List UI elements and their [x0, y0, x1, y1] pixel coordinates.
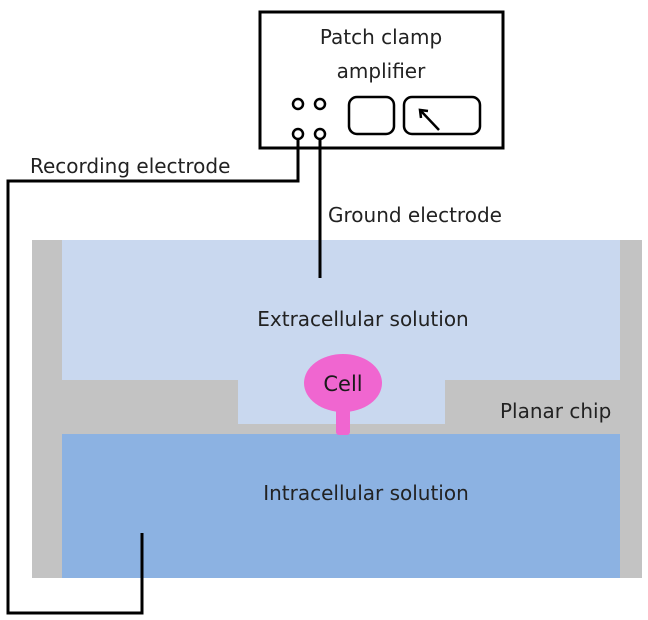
- cell-label: Cell: [323, 372, 362, 396]
- cell-seal-stem: [336, 405, 350, 435]
- connector-icon: [291, 97, 305, 111]
- connector-icon: [313, 97, 327, 111]
- meter-needle-arrowhead: [418, 108, 429, 119]
- extracellular-solution-region: [62, 240, 620, 424]
- recording-electrode-label: Recording electrode: [30, 154, 230, 178]
- ground-electrode-label: Ground electrode: [328, 203, 502, 227]
- amplifier-box: [258, 10, 505, 150]
- intracellular-solution-label: Intracellular solution: [263, 481, 469, 505]
- planar-chip-label: Planar chip: [500, 399, 611, 423]
- meter-box: [402, 95, 482, 136]
- intracellular-solution-region: [62, 434, 620, 578]
- amplifier-title-line2: amplifier: [337, 59, 426, 83]
- cell-shape: [304, 354, 382, 412]
- meter-needle-icon: [420, 110, 440, 131]
- display-box: [347, 95, 396, 136]
- extracellular-solution-label: Extracellular solution: [257, 307, 468, 331]
- amplifier-title-line1: Patch clamp: [320, 25, 442, 49]
- recording-electrode-wire: [6, 139, 300, 615]
